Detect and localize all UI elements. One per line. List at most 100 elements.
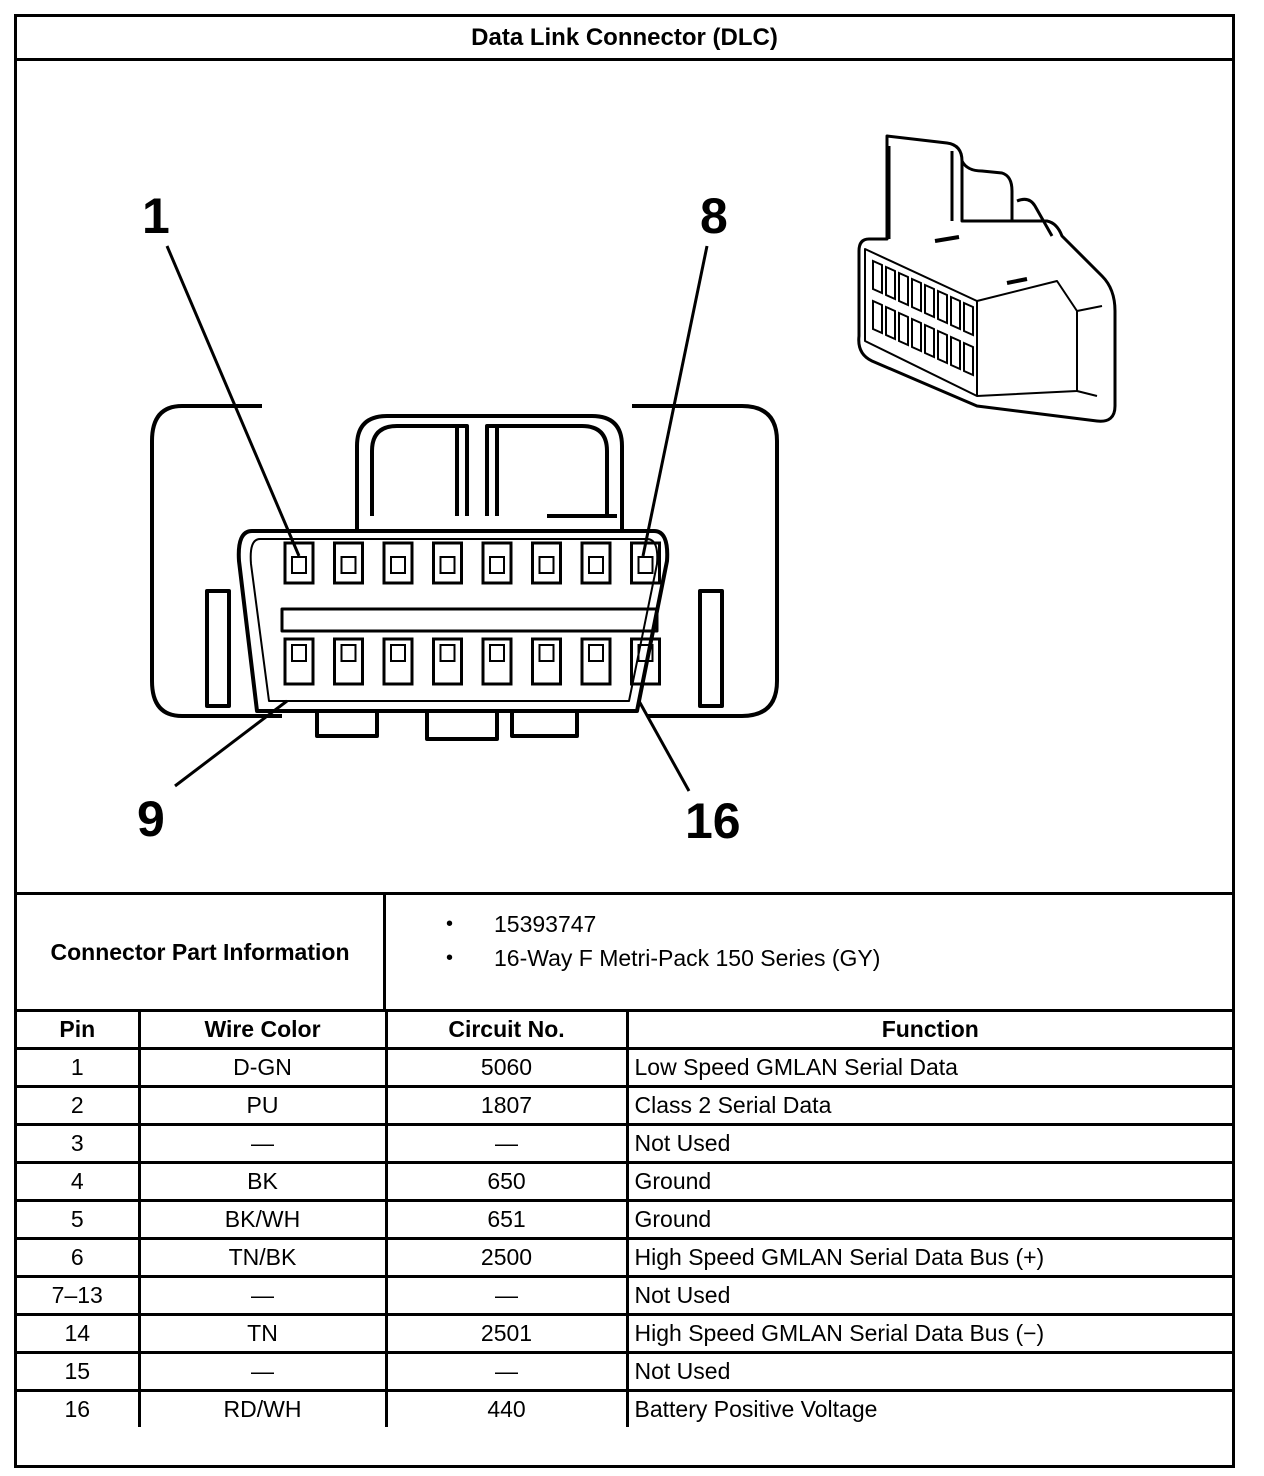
cell-wire: — [137,1123,388,1164]
pin-cavity [382,637,414,686]
pin-cavity [333,637,364,686]
iso-pin [937,329,948,365]
connector-sheet: Data Link Connector (DLC) [14,14,1235,1468]
cell-wire: BK [137,1161,388,1202]
bottom-tabs [315,711,579,741]
cell-function: Not Used [625,1123,1232,1164]
pin-terminal [489,644,505,662]
cell-circuit: — [384,1275,629,1316]
cell-function: Ground [625,1161,1232,1202]
cell-circuit: 5060 [384,1047,629,1088]
iso-pin [872,259,883,295]
pin-terminal [637,644,654,662]
cell-wire: — [137,1275,388,1316]
cell-pin: 2 [17,1085,141,1126]
page-title: Data Link Connector (DLC) [17,17,1232,61]
pin-cavity [283,637,315,686]
right-slot [698,589,724,708]
cell-pin: 4 [17,1161,141,1202]
cell-pin: 3 [17,1123,141,1164]
callout-pin1: 1 [142,188,170,244]
pin-terminal [340,556,357,574]
iso-pin-grid [872,259,974,377]
cell-function: Not Used [625,1275,1232,1316]
iso-pin [872,299,883,335]
pin-cavity [630,637,661,686]
left-slot [205,589,231,708]
callout-pin9: 9 [137,791,165,847]
latch-top [355,414,624,531]
cell-function: High Speed GMLAN Serial Data Bus (+) [625,1237,1232,1278]
cell-circuit: 1807 [384,1085,629,1126]
iso-pin [898,311,909,347]
pin-terminal [291,556,307,574]
cell-pin: 5 [17,1199,141,1240]
part-info-item: • 16-Way F Metri-Pack 150 Series (GY) [446,941,1232,975]
callout-pin16: 16 [685,793,741,849]
cell-function: High Speed GMLAN Serial Data Bus (−) [625,1313,1232,1354]
cell-pin: 15 [17,1351,141,1392]
cell-circuit: 651 [384,1199,629,1240]
table-header: Pin Wire Color Circuit No. Function [17,1012,1232,1050]
cell-wire: TN [137,1313,388,1354]
pin-cavity [481,637,513,686]
pin-cavity [283,541,315,585]
cell-circuit: 440 [384,1389,629,1427]
cell-function: Ground [625,1199,1232,1240]
pin-cavity [382,541,414,585]
bullet: • [446,946,454,969]
part-info-label: Connector Part Information [17,895,386,1009]
iso-pin [898,271,909,307]
pin-terminal [390,556,406,574]
iso-pin [924,323,935,359]
pin-cavity [580,541,612,585]
header-wire-color: Wire Color [137,1012,388,1050]
part-description: 16-Way F Metri-Pack 150 Series (GY) [494,944,881,971]
iso-pin [911,317,922,353]
pin-terminal [538,644,555,662]
header-function: Function [625,1012,1232,1050]
housing-right [632,404,779,718]
cell-wire: — [137,1351,388,1392]
cell-function: Not Used [625,1351,1232,1392]
cell-wire: PU [137,1085,388,1126]
iso-pin [963,341,974,377]
iso-pin [911,277,922,313]
cell-wire: D-GN [137,1047,388,1088]
cell-pin: 6 [17,1237,141,1278]
leader-pin16 [637,700,691,792]
pin-terminal [489,556,505,574]
part-info-item: • 15393747 [446,907,1232,941]
pin-terminal [637,556,654,574]
cell-circuit: — [384,1123,629,1164]
pin-cavity [531,541,562,585]
part-info-row: Connector Part Information • 15393747 • … [17,892,1232,1012]
inner-shell [236,529,670,713]
pin-terminal [340,644,357,662]
table-row: 3——Not Used [17,1123,1232,1164]
pin-terminal [588,556,604,574]
header-circuit: Circuit No. [384,1012,629,1050]
cell-circuit: 2501 [384,1313,629,1354]
cell-pin: 7–13 [17,1275,141,1316]
cell-circuit: 2500 [384,1237,629,1278]
pin-terminal [291,644,307,662]
iso-pin [937,289,948,325]
cell-wire: BK/WH [137,1199,388,1240]
pin-cavity [531,637,562,686]
pin-terminal [390,644,406,662]
leader-pin9 [174,699,288,788]
connector-iso-view [857,134,1117,423]
cell-circuit: — [384,1351,629,1392]
pin-cavities [283,541,661,686]
connector-diagram: 1 8 9 16 [17,61,1232,895]
cell-circuit: 650 [384,1161,629,1202]
cell-pin: 14 [17,1313,141,1354]
